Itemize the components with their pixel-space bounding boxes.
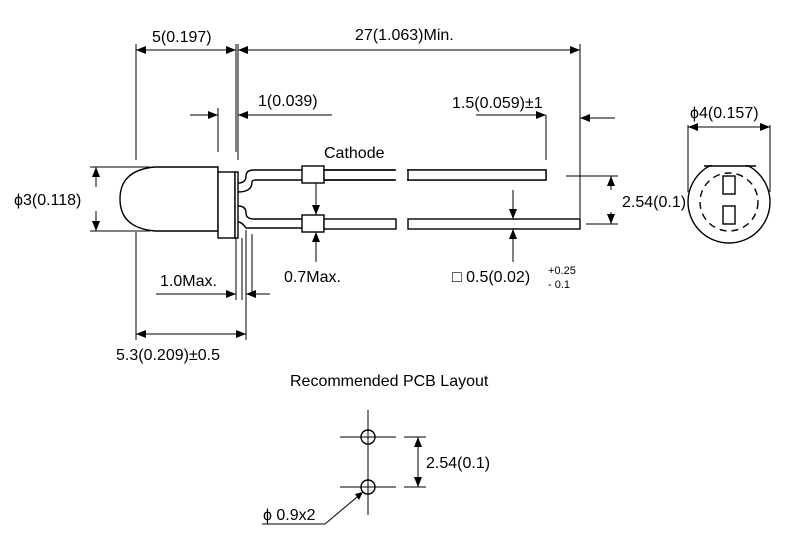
anode-lead-segment [323,218,397,230]
lead-length-label: 27(1.063)Min. [355,27,454,44]
anode-lead-end [407,218,581,230]
led-side-view [119,166,239,239]
overall-length-label: 5.3(0.209)±0.5 [116,347,220,364]
dimension-lines [90,44,618,340]
cathode-lead-kink [301,165,325,184]
pcb-pitch-label: 2.54(0.1) [426,455,490,472]
anode-lead-bend [237,205,302,220]
flange-max-label: 1.0Max. [160,273,217,290]
led-flange [217,171,236,239]
led-flange-step [234,171,239,239]
lens-diameter-label: ϕ3(0.118) [14,192,81,209]
led-end-view [687,123,771,244]
cathode-label: Cathode [324,145,385,162]
cathode-lead-bend [237,169,302,184]
body-length-label: 5(0.197) [152,29,212,46]
led-lens-outline [119,166,219,232]
flange-thickness-label: 1(0.039) [258,93,318,110]
cathode-lead-end [407,169,547,181]
lead-gap-label: 1.5(0.059)±1 [452,95,543,112]
anode-lead-kink [301,214,325,233]
pcb-title: Recommended PCB Layout [290,373,489,390]
lead-section-tol-plus: +0.25 [548,265,576,277]
pcb-layout [262,410,426,525]
flange-diameter-label: ϕ4(0.157) [690,105,759,122]
led-leads [237,165,581,233]
lead-section-tol-minus: - 0.1 [548,279,570,291]
lead-spacing-label: 2.54(0.1) [622,194,686,211]
end-view-lead-lower [722,205,736,225]
pcb-hole-label: ϕ 0.9x2 [263,507,316,524]
lead-section-label: □ 0.5(0.02) [452,269,530,286]
kink-max-label: 0.7Max. [284,269,341,286]
lens-dashed-circle [699,172,759,232]
end-view-lead-upper [722,175,736,195]
labels: 5(0.197) 27(1.063)Min. 1(0.039) 1.5(0.05… [14,27,759,524]
